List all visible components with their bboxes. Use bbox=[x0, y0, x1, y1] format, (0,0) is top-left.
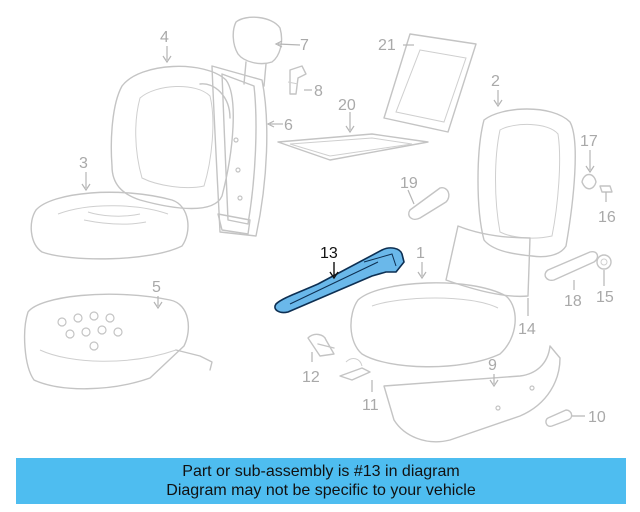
part-4-seat-back-left bbox=[110, 65, 234, 210]
part-15-knob bbox=[596, 254, 612, 270]
callout-1: 1 bbox=[416, 245, 425, 262]
callout-2: 2 bbox=[491, 73, 500, 90]
part-2-seat-back-right bbox=[477, 108, 576, 258]
callout-6: 6 bbox=[284, 117, 293, 134]
part-21-seat-back-pad bbox=[383, 33, 477, 133]
part-9-side-shield bbox=[383, 345, 561, 443]
callout-15: 15 bbox=[596, 289, 614, 306]
callout-10: 10 bbox=[588, 409, 606, 426]
part-12-lever bbox=[307, 333, 335, 357]
info-banner: Part or sub-assembly is #13 in diagram D… bbox=[16, 458, 626, 504]
callout-14: 14 bbox=[518, 321, 536, 338]
banner-line-2: Diagram may not be specific to your vehi… bbox=[166, 482, 476, 499]
callout-11: 11 bbox=[362, 397, 379, 414]
callout-19: 19 bbox=[400, 175, 418, 192]
leader-line-13 bbox=[329, 262, 339, 280]
part-13-seat-track-highlighted[interactable] bbox=[274, 247, 405, 314]
part-18-recliner-handle bbox=[544, 250, 599, 282]
callout-7: 7 bbox=[300, 37, 309, 54]
callout-21: 21 bbox=[378, 37, 396, 54]
part-16-clip bbox=[599, 185, 613, 193]
callout-8: 8 bbox=[314, 83, 323, 100]
part-20-cushion-pad bbox=[277, 133, 429, 161]
callout-16: 16 bbox=[598, 209, 616, 226]
callout-18: 18 bbox=[564, 293, 582, 310]
leader-lines bbox=[81, 40, 607, 417]
callout-5: 5 bbox=[152, 279, 161, 296]
callout-17: 17 bbox=[580, 133, 598, 150]
part-6-seat-back-frame bbox=[211, 65, 268, 237]
part-17-knob bbox=[581, 173, 597, 190]
part-1-seat-cushion-right bbox=[350, 282, 516, 368]
banner-line-1: Part or sub-assembly is #13 in diagram bbox=[182, 463, 460, 480]
callout-9: 9 bbox=[488, 357, 497, 374]
callout-12: 12 bbox=[302, 369, 320, 386]
seat-parts-diagram: 4 7 8 6 21 20 2 3 17 19 16 13 1 5 18 15 … bbox=[23, 16, 616, 443]
part-8-headrest-guide bbox=[287, 65, 307, 95]
part-10-clip bbox=[545, 409, 573, 428]
part-7-headrest bbox=[232, 16, 283, 87]
part-5-cushion-frame bbox=[23, 293, 213, 390]
part-3-seat-cushion-left bbox=[30, 191, 189, 260]
part-11-spring bbox=[339, 358, 371, 381]
callout-4: 4 bbox=[160, 29, 169, 46]
part-14-seat-back-panel bbox=[445, 225, 531, 298]
part-19-hinge-cover bbox=[408, 187, 450, 220]
callout-3: 3 bbox=[79, 155, 88, 172]
callout-20: 20 bbox=[338, 97, 356, 114]
callout-13[interactable]: 13 bbox=[320, 245, 338, 262]
